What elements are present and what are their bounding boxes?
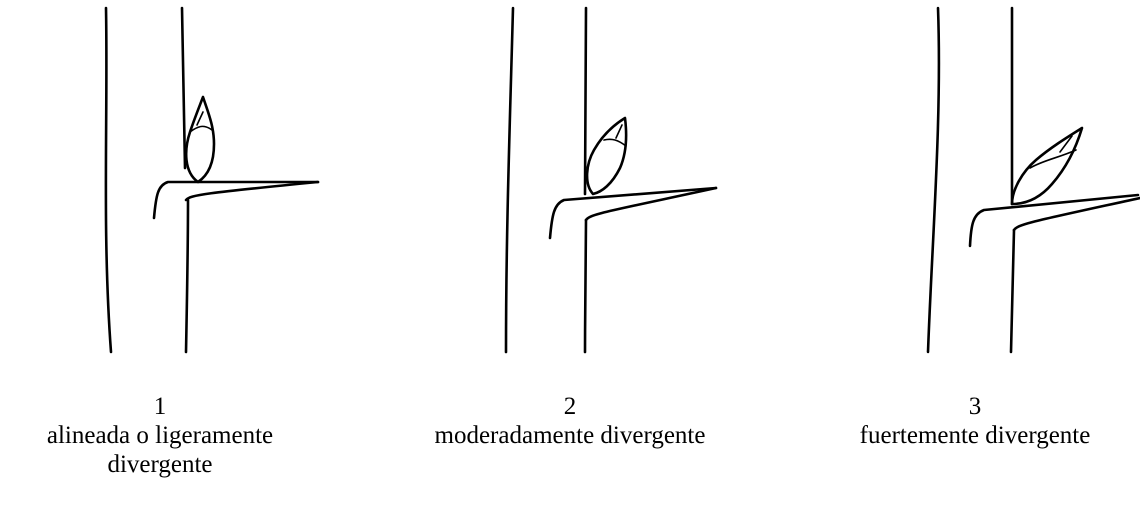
bud-scale-line — [603, 138, 627, 147]
caption-3: 3 fuertemente divergente — [795, 392, 1141, 450]
bud-scale-inner — [1059, 135, 1073, 153]
petiole-upper-edge — [968, 193, 1140, 248]
bud-scale-line — [1029, 149, 1077, 169]
caption-2: 2 moderadamente divergente — [390, 392, 750, 450]
figure-number: 1 — [153, 393, 167, 420]
figure-2: 2 moderadamente divergente — [380, 0, 760, 505]
stem-left-edge — [104, 6, 113, 354]
bud-scale-line — [189, 125, 213, 133]
petiole-lower-edge — [1012, 196, 1140, 232]
petiole-lower-edge — [584, 186, 718, 222]
stem-right-edge-lower — [184, 198, 190, 354]
stem-right-edge-lower — [583, 218, 588, 354]
stem-left-edge — [504, 6, 515, 354]
stem-left-edge — [926, 6, 941, 354]
stem-diagram-moderate — [504, 6, 718, 354]
stem-right-edge-upper — [180, 6, 187, 170]
bud-outline — [585, 116, 628, 196]
petiole-upper-edge — [548, 186, 718, 240]
bud-outline — [184, 95, 216, 184]
caption-1: 1 alineada o ligeramente divergente — [0, 392, 320, 479]
stem-right-edge-lower — [1009, 228, 1016, 354]
bud-scale-inner — [615, 124, 623, 139]
figure-number: 3 — [968, 393, 982, 420]
bud-outline — [1010, 126, 1084, 206]
petiole-lower-edge — [184, 180, 320, 202]
figure-1: 1 alineada o ligeramente divergente — [0, 0, 380, 505]
figure-description: alineada o ligeramente divergente — [46, 422, 274, 478]
stem-diagram-aligned — [104, 6, 320, 354]
figure-description: moderadamente divergente — [434, 422, 706, 449]
figure-3: 3 fuertemente divergente — [760, 0, 1140, 505]
stem-diagram-strong — [926, 6, 1140, 354]
figure-description: fuertemente divergente — [859, 422, 1091, 449]
petiole-upper-edge — [152, 180, 320, 220]
figure-number: 2 — [563, 393, 577, 420]
bud-scale-inner — [196, 111, 204, 126]
stem-right-edge-upper — [583, 6, 588, 196]
